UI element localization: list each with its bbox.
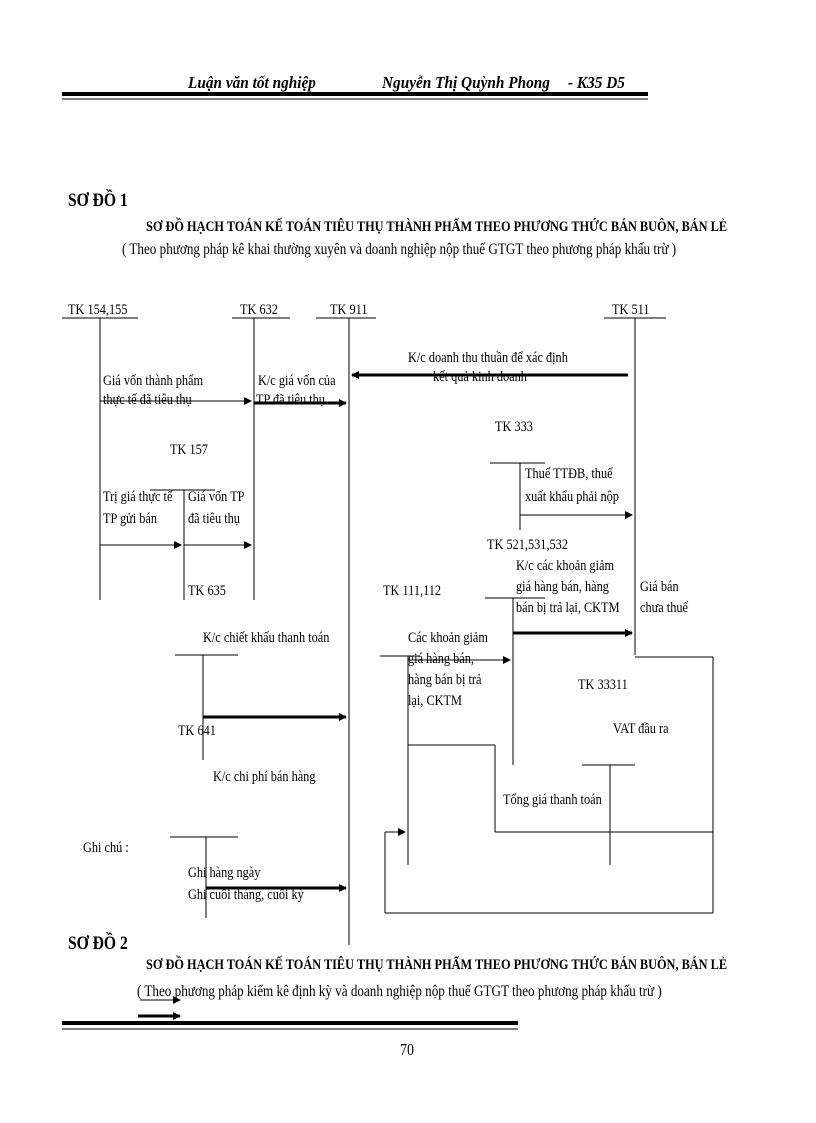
diagram2-title: SƠ ĐỒ HẠCH TOÁN KẾ TOÁN TIÊU THỤ THÀNH P… — [146, 957, 728, 973]
account-tk521: TK 521,531,532 — [487, 537, 568, 553]
page-number: 70 — [400, 1040, 414, 1059]
label-tri-gia-thuc-te-2: TP gửi bán — [103, 511, 158, 527]
label-thue: Thuế TTĐB, thuế — [525, 466, 613, 482]
account-tk511: TK 511 — [612, 302, 650, 318]
account-tk632: TK 632 — [240, 302, 278, 318]
diagram1-subtitle: ( Theo phương pháp kê khai thường xuyên … — [122, 241, 677, 258]
header-left: Luận văn tốt nghiệp — [188, 73, 316, 92]
legend-title: Ghi chú : — [83, 840, 129, 856]
label-tri-gia-thuc-te: Trị giá thực tế — [103, 489, 173, 505]
account-tk33311: TK 33311 — [578, 677, 628, 693]
label-kc-cac-khoan-giam: K/c các khoản giảm — [516, 558, 615, 574]
label-cac-khoan-giam: Các khoản giảm — [408, 630, 488, 646]
label-thue-2: xuất khẩu phải nộp — [525, 489, 619, 505]
diagram1-label: SƠ ĐỒ 1 — [68, 190, 128, 211]
account-tk111: TK 111,112 — [383, 583, 442, 599]
label-kc-doanh-thu-2: kết quả kinh doanh — [433, 369, 527, 385]
diagram2-label: SƠ ĐỒ 2 — [68, 933, 128, 954]
header-author: Nguyễn Thị Quỳnh Phong — [382, 73, 550, 92]
label-gia-von-thanh-pham-2: thực tế đã tiêu thụ — [103, 392, 192, 408]
label-kc-gia-von-2: TP đã tiêu thụ — [256, 392, 325, 408]
account-tk333: TK 333 — [495, 419, 533, 435]
label-gia-ban-2: chưa thuế — [640, 600, 688, 616]
header-class: - K35 D5 — [568, 73, 625, 92]
label-kc-chi-phi-ban-hang: K/c chi phí bán hàng — [213, 769, 316, 785]
account-tk635: TK 635 — [188, 583, 226, 599]
diagram2-subtitle: ( Theo phương pháp kiểm kê định kỳ và do… — [137, 983, 662, 1000]
label-gia-von-thanh-pham: Giá vốn thành phẩm — [103, 373, 204, 389]
label-kc-cac-khoan-giam-2: giá hàng bán, hàng — [516, 579, 609, 595]
label-kc-doanh-thu: K/c doanh thu thuần để xác định — [408, 350, 568, 366]
label-gia-von-tp: Giá vốn TP — [188, 489, 245, 505]
label-cac-khoan-giam-4: lại, CKTM — [408, 693, 462, 709]
label-gia-von-tp-2: đã tiêu thụ — [188, 511, 240, 527]
label-cac-khoan-giam-3: hàng bán bị trả — [408, 672, 482, 688]
account-tk911: TK 911 — [330, 302, 368, 318]
label-vat-dau-ra: VAT đầu ra — [613, 721, 669, 737]
diagram1-title: SƠ ĐỒ HẠCH TOÁN KẾ TOÁN TIÊU THỤ THÀNH P… — [146, 219, 728, 235]
legend-daily: Ghi hàng ngày — [188, 865, 261, 881]
label-cac-khoan-giam-2: giá hàng bán, — [408, 651, 474, 667]
account-tk641: TK 641 — [178, 723, 216, 739]
account-tk157: TK 157 — [170, 442, 208, 458]
label-kc-gia-von: K/c giá vốn của — [258, 373, 336, 389]
account-tk154: TK 154,155 — [68, 302, 128, 318]
label-tong-gia-thanh-toan: Tổng giá thanh toán — [503, 792, 602, 808]
label-kc-cac-khoan-giam-3: bán bị trả lại, CKTM — [516, 600, 620, 616]
label-kc-chiet-khau: K/c chiết khấu thanh toán — [203, 630, 330, 646]
legend-period: Ghi cuối tháng, cuối kỳ — [188, 887, 304, 903]
label-gia-ban: Giá bán — [640, 579, 679, 595]
